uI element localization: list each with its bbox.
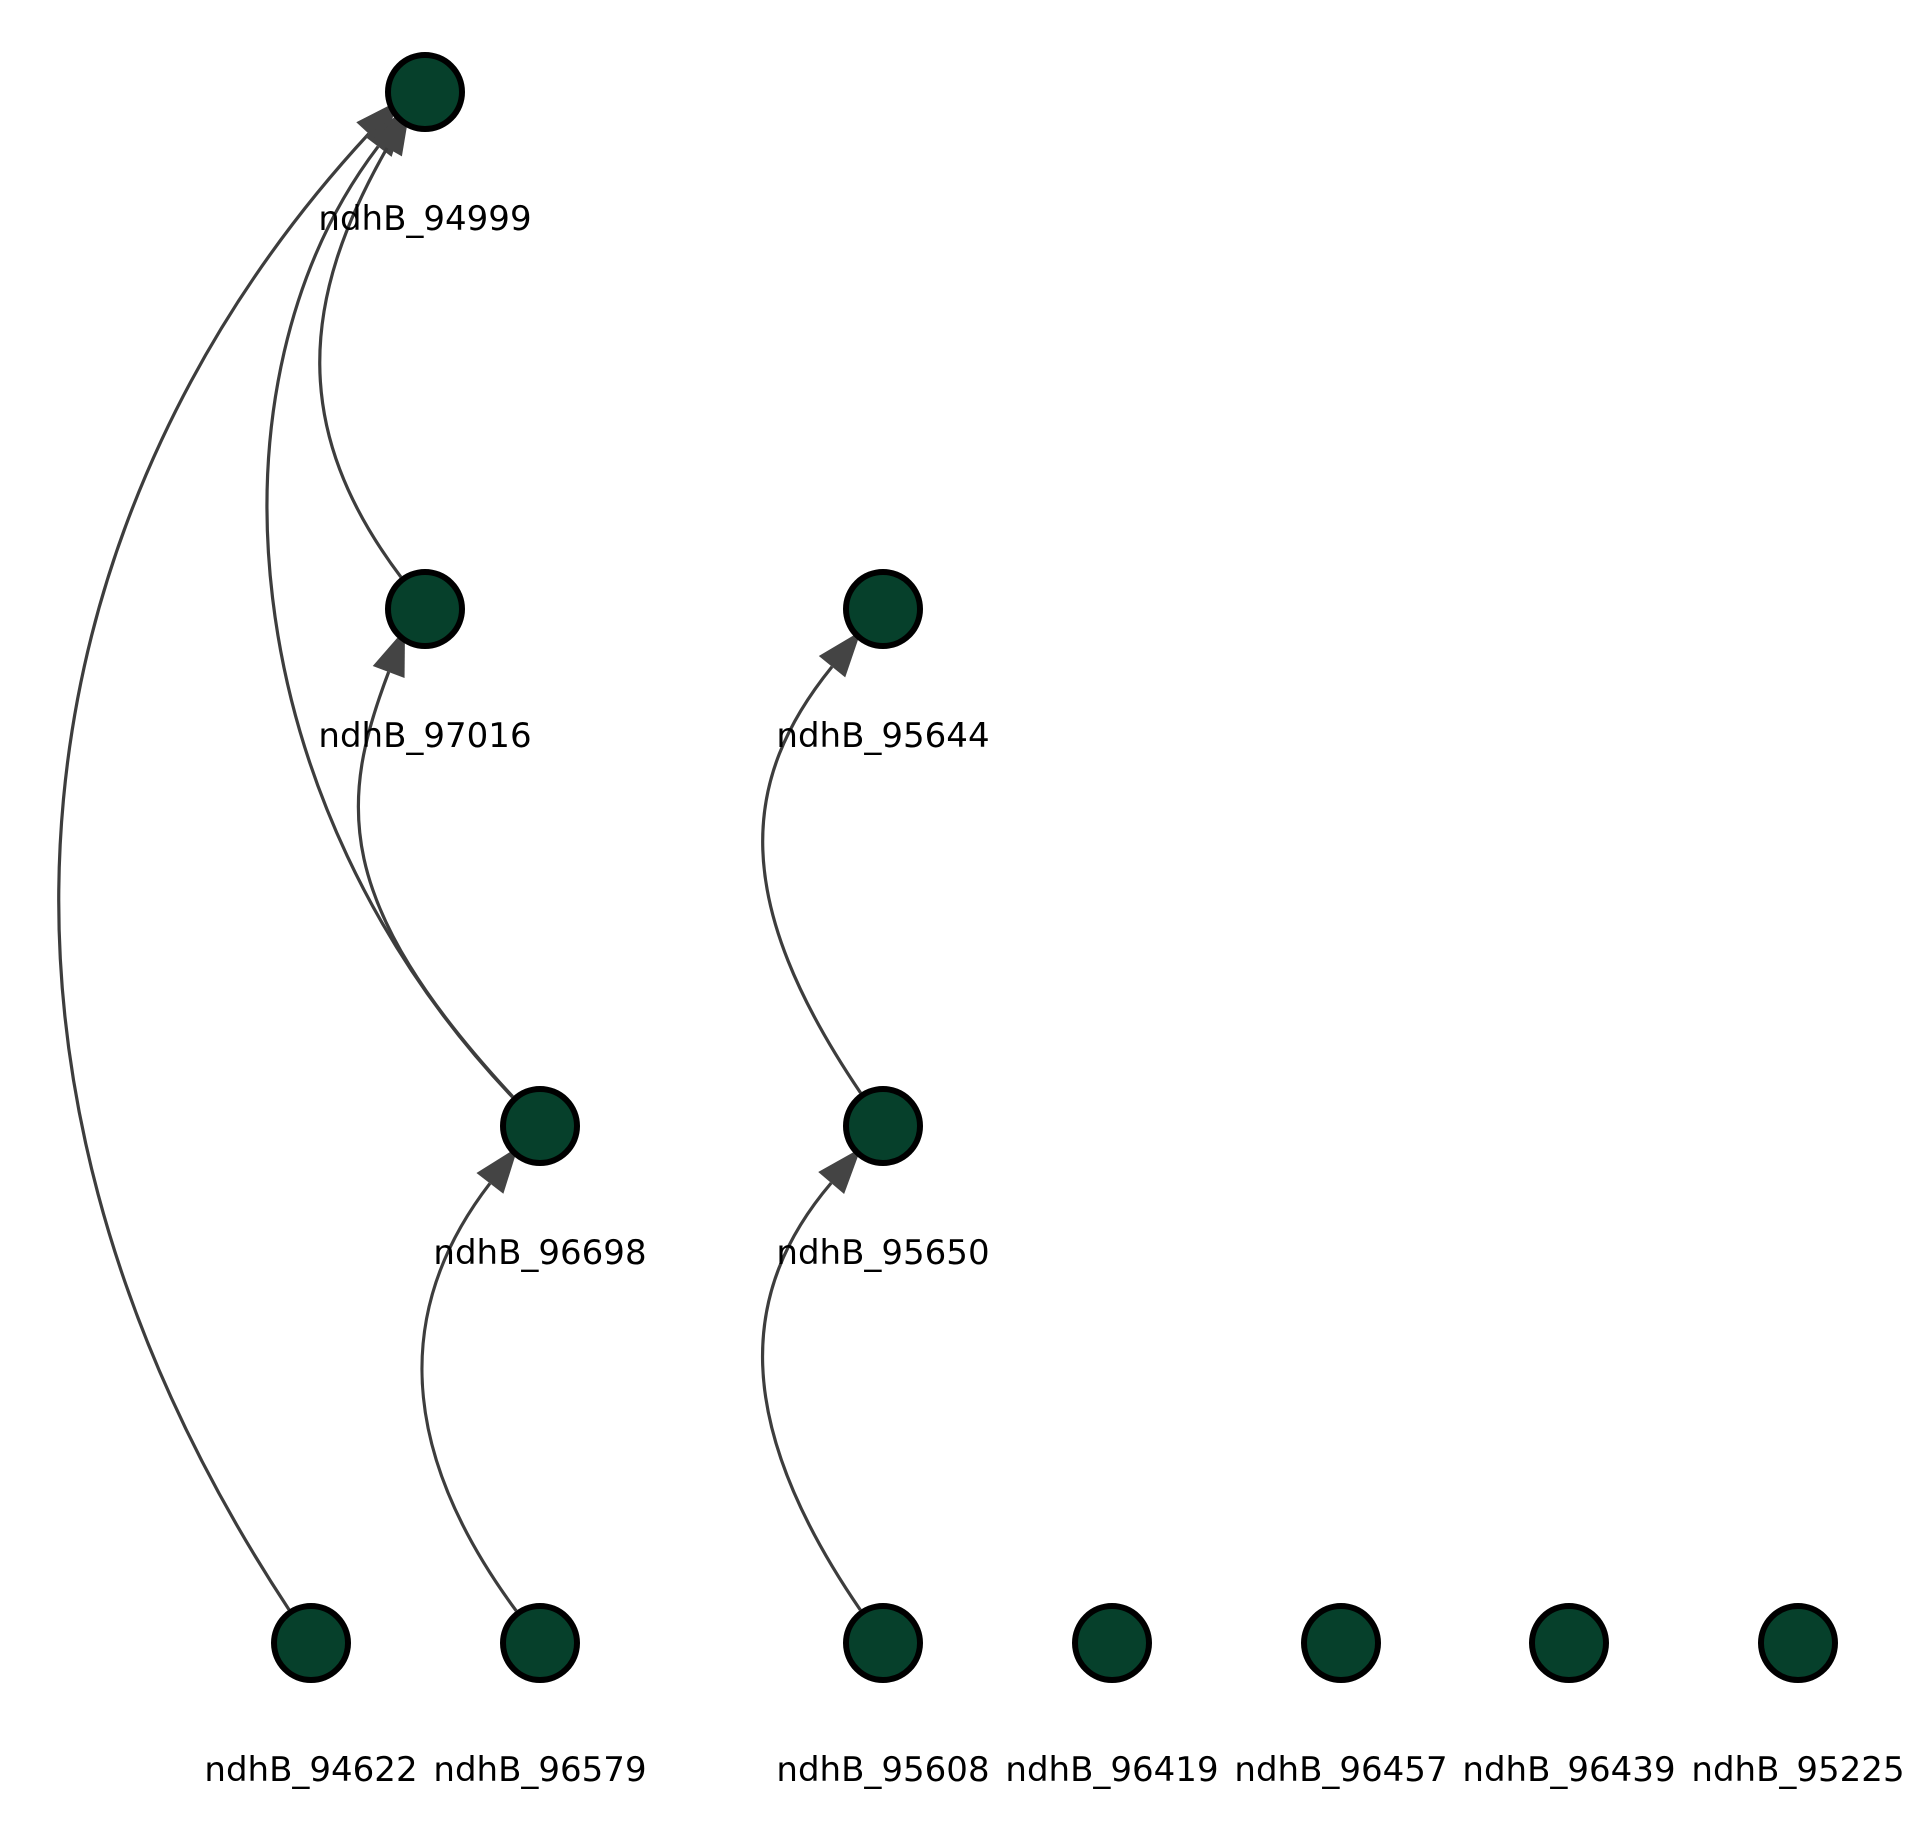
graph-node[interactable]: ndhB_96579 (433, 1603, 647, 1790)
node-label: ndhB_95608 (776, 1750, 989, 1790)
node-circle[interactable] (843, 1603, 923, 1683)
node-label: ndhB_96439 (1462, 1750, 1675, 1790)
node-circle[interactable] (1301, 1603, 1381, 1683)
node-circle[interactable] (1072, 1603, 1152, 1683)
node-label: ndhB_95225 (1691, 1750, 1904, 1790)
arrowhead-ndhB_96698-to-ndhB_97016 (372, 629, 405, 679)
graph-node[interactable]: ndhB_96698 (433, 1086, 647, 1273)
arrowhead-ndhB_96579-to-ndhB_96698 (476, 1147, 518, 1194)
node-circle[interactable] (1529, 1603, 1609, 1683)
graph-node[interactable]: ndhB_96457 (1234, 1603, 1448, 1790)
node-label: ndhB_95650 (776, 1233, 989, 1273)
graph-node[interactable]: ndhB_94622 (204, 1603, 418, 1790)
node-label: ndhB_96457 (1234, 1750, 1447, 1790)
node-circle[interactable] (843, 1086, 923, 1166)
node-label: ndhB_97016 (318, 716, 531, 756)
edge-ndhB_94622-to-ndhB_94999 (57, 132, 370, 1611)
edge-ndhB_97016-to-ndhB_94999 (318, 147, 403, 579)
graph-node[interactable]: ndhB_95608 (776, 1603, 990, 1790)
graph-node[interactable]: ndhB_95225 (1691, 1603, 1905, 1790)
edge-ndhB_95608-to-ndhB_95650 (760, 1181, 862, 1611)
node-label: ndhB_95644 (776, 716, 989, 756)
nodes-layer: ndhB_94999 ndhB_97016 ndhB_95644 ndhB_96698… (204, 52, 1905, 1790)
graph-node[interactable]: ndhB_97016 (318, 569, 532, 756)
arrowhead-ndhB_95608-to-ndhB_95650 (818, 1148, 861, 1195)
graph-node[interactable]: ndhB_96419 (1005, 1603, 1219, 1790)
node-circle[interactable] (843, 569, 923, 649)
node-label: ndhB_96698 (433, 1233, 646, 1273)
node-label: ndhB_94999 (318, 199, 531, 239)
edge-ndhB_96698-to-ndhB_97016 (356, 671, 514, 1098)
node-circle[interactable] (500, 1086, 580, 1166)
arrowhead-ndhB_94622-to-ndhB_94999 (356, 100, 400, 146)
node-label: ndhB_96419 (1005, 1750, 1218, 1790)
graph-node[interactable]: ndhB_95650 (776, 1086, 990, 1273)
arrowhead-ndhB_95650-to-ndhB_95644 (818, 631, 861, 678)
node-label: ndhB_94622 (204, 1750, 417, 1790)
node-circle[interactable] (385, 569, 465, 649)
node-circle[interactable] (385, 52, 465, 132)
node-label: ndhB_96579 (433, 1750, 646, 1790)
graph-node[interactable]: ndhB_96439 (1462, 1603, 1676, 1790)
graph-node[interactable]: ndhB_94999 (318, 52, 532, 239)
graph-node[interactable]: ndhB_95644 (776, 569, 990, 756)
edges-layer (57, 100, 862, 1612)
node-circle[interactable] (500, 1603, 580, 1683)
node-circle[interactable] (271, 1603, 351, 1683)
node-circle[interactable] (1758, 1603, 1838, 1683)
edge-ndhB_95650-to-ndhB_95644 (761, 665, 862, 1094)
edge-ndhB_96579-to-ndhB_96698 (420, 1182, 518, 1612)
